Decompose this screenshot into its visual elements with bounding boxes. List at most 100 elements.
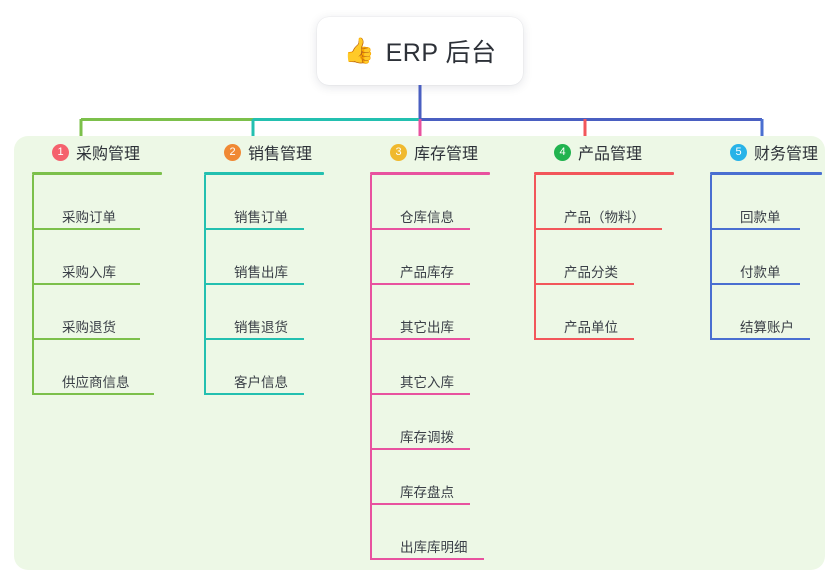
leaf-label: 其它入库 [400,375,454,390]
leaf-item[interactable]: 销售退货 [204,285,330,340]
leaf-label: 其它出库 [400,320,454,335]
leaf-label: 采购订单 [62,210,116,225]
branch-header-1[interactable]: 1 采购管理 [28,136,168,168]
leaf-rule [204,228,304,230]
leaf-item[interactable]: 仓库信息 [370,175,496,230]
leaf-item[interactable]: 产品库存 [370,230,496,285]
branch-column-5: 5 财务管理 回款单 付款单 结算账户 [706,136,828,340]
leaf-item[interactable]: 付款单 [710,230,828,285]
leaf-rule [710,228,800,230]
leaf-label: 库存调拨 [400,430,454,445]
branch-badge-1: 1 [52,143,69,161]
leaf-label: 采购入库 [62,265,116,280]
branch-badge-4: 4 [554,143,571,161]
branch-rule-4 [534,172,674,175]
leaf-rule [710,338,810,340]
branch-items-2: 销售订单 销售出库 销售退货 客户信息 [204,175,330,395]
leaf-rule [204,338,304,340]
branch-rule-1 [32,172,162,175]
branch-spine-3 [370,175,372,560]
branch-column-3: 3 库存管理 仓库信息 产品库存 其它出库 其它入库 [366,136,496,560]
leaf-rule [204,283,304,285]
leaf-item[interactable]: 结算账户 [710,285,828,340]
branch-column-1: 1 采购管理 采购订单 采购入库 采购退货 供应商信 [28,136,168,395]
leaf-item[interactable]: 其它出库 [370,285,496,340]
branch-header-5[interactable]: 5 财务管理 [706,136,828,168]
leaf-item[interactable]: 产品单位 [534,285,680,340]
diagram-panel [14,136,825,570]
branch-column-4: 4 产品管理 产品（物料） 产品分类 产品单位 [530,136,680,340]
branch-header-4[interactable]: 4 产品管理 [530,136,680,168]
leaf-item[interactable]: 回款单 [710,175,828,230]
branch-spine-4 [534,175,536,340]
root-node-card[interactable]: 👍 ERP 后台 [317,17,523,85]
leaf-label: 产品分类 [564,265,618,280]
leaf-label: 结算账户 [740,320,794,335]
leaf-label: 供应商信息 [62,375,130,390]
branch-title-1: 采购管理 [76,146,141,163]
leaf-label: 库存盘点 [400,485,454,500]
branch-items-4: 产品（物料） 产品分类 产品单位 [534,175,680,340]
leaf-rule [370,448,470,450]
leaf-item[interactable]: 库存调拨 [370,395,496,450]
leaf-item[interactable]: 客户信息 [204,340,330,395]
branch-spine-2 [204,175,206,395]
leaf-label: 销售退货 [234,320,288,335]
leaf-label: 销售出库 [234,265,288,280]
leaf-rule [370,503,470,505]
leaf-item[interactable]: 供应商信息 [32,340,168,395]
root-node-content: 👍 ERP 后台 [343,33,496,69]
branch-title-5: 财务管理 [754,146,819,163]
leaf-label: 产品单位 [564,320,618,335]
branch-items-5: 回款单 付款单 结算账户 [710,175,828,340]
leaf-label: 回款单 [740,210,781,225]
branch-column-2: 2 销售管理 销售订单 销售出库 销售退货 客户信息 [200,136,330,395]
branch-badge-3: 3 [390,143,407,161]
leaf-item[interactable]: 产品分类 [534,230,680,285]
branch-spine-1 [32,175,34,395]
leaf-rule [32,393,154,395]
leaf-rule [370,338,470,340]
leaf-item[interactable]: 销售订单 [204,175,330,230]
column-container: 1 采购管理 采购订单 采购入库 采购退货 供应商信 [14,136,825,570]
leaf-label: 销售订单 [234,210,288,225]
leaf-rule [204,393,304,395]
branch-items-1: 采购订单 采购入库 采购退货 供应商信息 [32,175,168,395]
branch-title-3: 库存管理 [414,146,479,163]
leaf-label: 产品（物料） [564,210,645,225]
leaf-rule [370,393,470,395]
leaf-label: 采购退货 [62,320,116,335]
branch-spine-5 [710,175,712,340]
leaf-rule [32,338,140,340]
leaf-item[interactable]: 产品（物料） [534,175,680,230]
leaf-rule [534,228,662,230]
leaf-rule [534,338,634,340]
branch-items-3: 仓库信息 产品库存 其它出库 其它入库 库存调拨 [370,175,496,560]
leaf-item[interactable]: 库存盘点 [370,450,496,505]
leaf-item[interactable]: 采购入库 [32,230,168,285]
leaf-rule [370,558,484,560]
leaf-label: 仓库信息 [400,210,454,225]
branch-title-2: 销售管理 [248,146,313,163]
leaf-item[interactable]: 其它入库 [370,340,496,395]
branch-badge-2: 2 [224,143,241,161]
branch-title-4: 产品管理 [578,146,643,163]
leaf-item[interactable]: 销售出库 [204,230,330,285]
leaf-rule [534,283,634,285]
leaf-rule [710,283,800,285]
leaf-label: 产品库存 [400,265,454,280]
branch-rule-5 [710,172,822,175]
leaf-item[interactable]: 采购退货 [32,285,168,340]
branch-rule-2 [204,172,324,175]
root-node-title: ERP 后台 [385,39,497,67]
leaf-rule [32,283,140,285]
leaf-item[interactable]: 采购订单 [32,175,168,230]
leaf-rule [370,228,470,230]
branch-header-3[interactable]: 3 库存管理 [366,136,496,168]
branch-header-2[interactable]: 2 销售管理 [200,136,330,168]
leaf-label: 客户信息 [234,375,288,390]
leaf-item[interactable]: 出库库明细 [370,505,496,560]
thumbs-up-icon: 👍 [343,36,375,65]
branch-rule-3 [370,172,490,175]
